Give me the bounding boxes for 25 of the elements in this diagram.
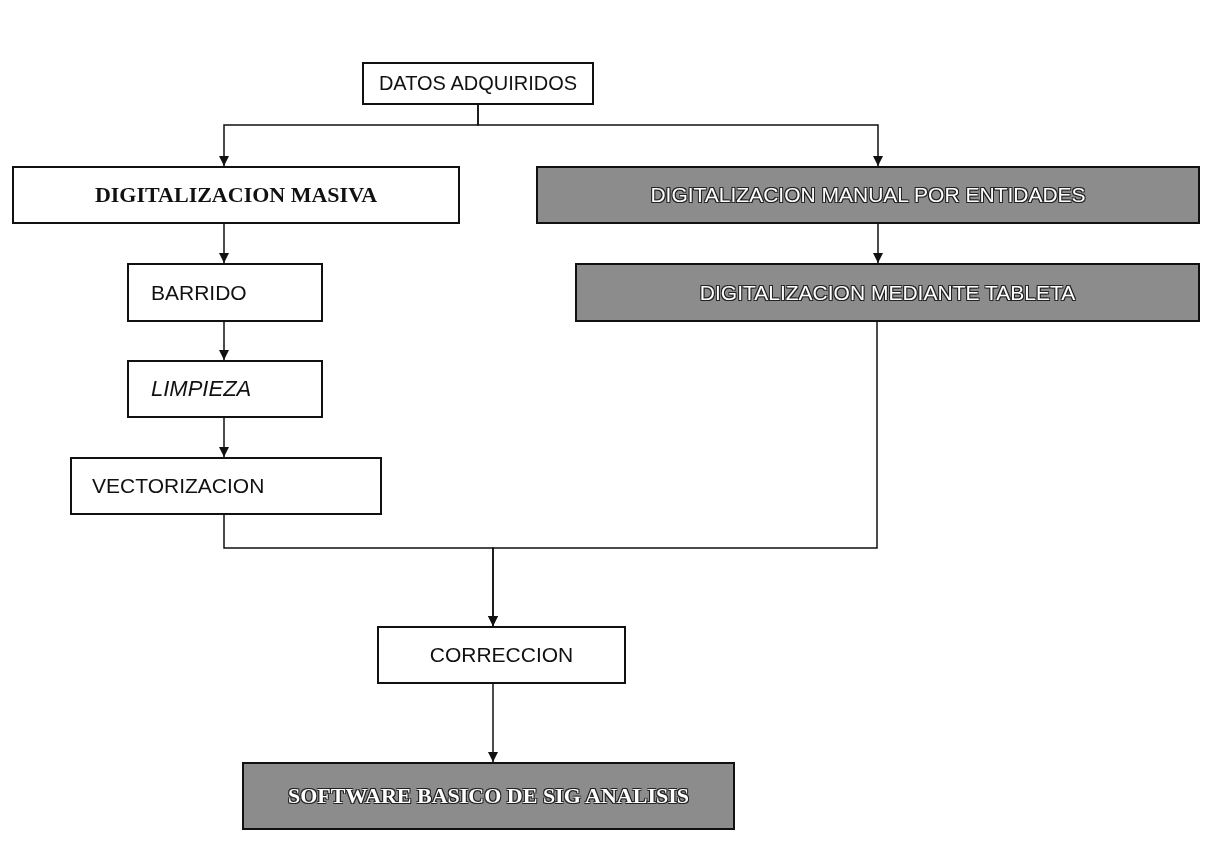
process-box (377, 626, 626, 684)
process-box (12, 166, 460, 224)
box-label: DIGITALIZACION MANUAL POR ENTIDADES (650, 183, 1086, 207)
process-box (127, 360, 323, 418)
box-label: DATOS ADQUIRIDOS (378, 72, 578, 95)
arrow (219, 417, 229, 458)
arrow (488, 321, 878, 627)
box-label: VECTORIZACION (92, 474, 265, 498)
process-box (127, 263, 323, 322)
process-box (362, 62, 594, 105)
arrow (477, 104, 883, 167)
box-label: DIGITALIZACION MEDIANTE TABLETA (699, 280, 1076, 305)
box-label: SOFTWARE BASICO DE SIG ANALISIS (288, 783, 689, 809)
process-box (536, 166, 1200, 224)
arrow (219, 223, 229, 264)
box-label: CORRECCION (429, 643, 574, 667)
arrow (219, 321, 229, 361)
box-label: DIGITALIZACION MASIVA (94, 182, 378, 208)
process-box (575, 263, 1200, 322)
process-box (70, 457, 382, 515)
process-box (242, 762, 735, 830)
box-label: LIMPIEZA (151, 376, 252, 402)
box-label: BARRIDO (151, 280, 247, 305)
arrow (488, 683, 498, 763)
arrow (873, 223, 883, 264)
